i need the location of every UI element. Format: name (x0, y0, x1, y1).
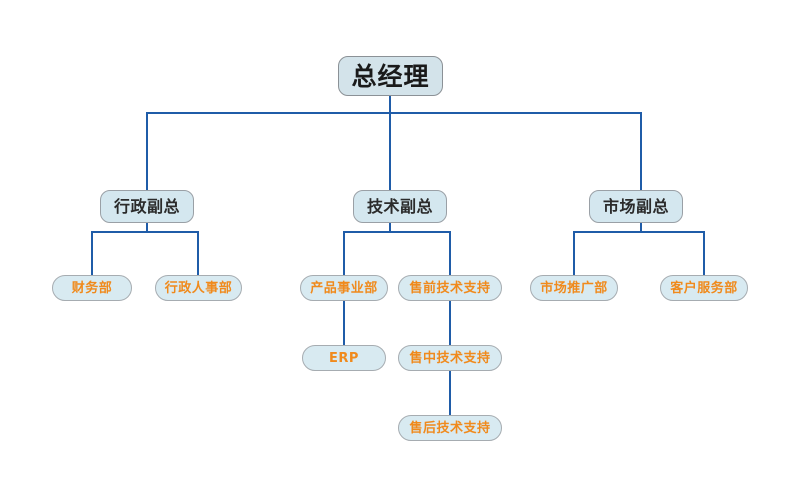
node-finance-department[interactable]: 财务部 (52, 275, 132, 301)
node-erp[interactable]: ERP (302, 345, 386, 371)
node-presales-technical-support[interactable]: 售前技术支持 (398, 275, 502, 301)
node-label-customer-service-department: 客户服务部 (670, 280, 738, 296)
node-label-product-division: 产品事业部 (310, 280, 378, 296)
node-marketing-vp[interactable]: 市场副总 (589, 190, 683, 223)
node-admin-hr-department[interactable]: 行政人事部 (155, 275, 242, 301)
node-label-presales-technical-support: 售前技术支持 (409, 280, 491, 296)
node-label-marketing-promotion-department: 市场推广部 (540, 280, 608, 296)
node-marketing-promotion-department[interactable]: 市场推广部 (530, 275, 618, 301)
node-customer-service-department[interactable]: 客户服务部 (660, 275, 748, 301)
node-insales-technical-support[interactable]: 售中技术支持 (398, 345, 502, 371)
node-aftersales-technical-support[interactable]: 售后技术支持 (398, 415, 502, 441)
node-label-marketing-vp: 市场副总 (602, 196, 669, 216)
node-product-division[interactable]: 产品事业部 (300, 275, 388, 301)
node-label-aftersales-technical-support: 售后技术支持 (409, 420, 491, 436)
node-label-administrative-vp: 行政副总 (113, 196, 180, 216)
node-technical-vp[interactable]: 技术副总 (353, 190, 447, 223)
node-label-admin-hr-department: 行政人事部 (164, 280, 233, 296)
node-label-insales-technical-support: 售中技术支持 (409, 350, 491, 366)
node-label-technical-vp: 技术副总 (366, 196, 433, 216)
node-label-erp: ERP (329, 350, 359, 366)
node-label-general-manager: 总经理 (351, 61, 430, 91)
node-label-finance-department: 财务部 (71, 280, 113, 296)
node-general-manager[interactable]: 总经理 (338, 56, 443, 96)
node-administrative-vp[interactable]: 行政副总 (100, 190, 194, 223)
